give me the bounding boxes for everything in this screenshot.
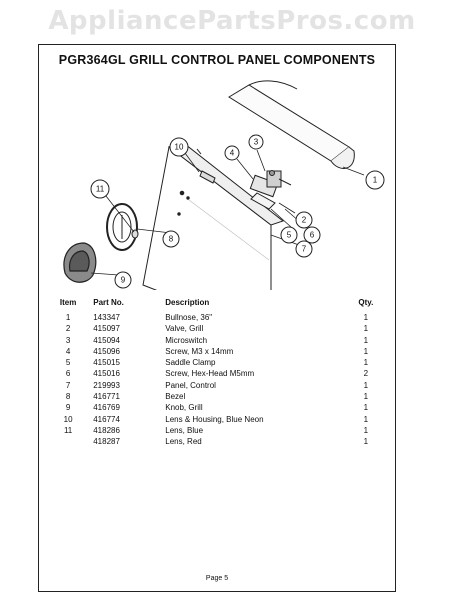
svg-text:4: 4 — [230, 149, 235, 158]
column-header-item: Item — [59, 297, 77, 307]
control-panel-part — [142, 140, 285, 290]
callout-6: 6 — [303, 226, 321, 244]
svg-text:2: 2 — [302, 216, 307, 225]
qty-cell: 1 — [363, 392, 369, 402]
description-cell: Saddle Clamp — [165, 358, 216, 368]
description-cell: Lens, Red — [165, 437, 202, 447]
bezel-part — [106, 203, 138, 251]
item-cell: 2 — [65, 324, 71, 334]
svg-text:11: 11 — [96, 185, 105, 194]
table-row: 418287 Lens, Red 1 — [47, 436, 387, 447]
item-cell — [47, 436, 89, 447]
table-row: 8 416771 Bezel 1 — [47, 391, 387, 402]
qty-cell: 1 — [363, 324, 369, 334]
table-row: 3 415094 Microswitch 1 — [47, 335, 387, 346]
qty-cell: 1 — [363, 335, 369, 345]
part-no-cell: 415094 — [93, 335, 120, 345]
item-cell: 3 — [65, 335, 71, 345]
part-no-cell: 415015 — [93, 358, 120, 368]
description-cell: Screw, M3 x 14mm — [165, 346, 234, 356]
qty-cell: 1 — [363, 425, 369, 435]
callout-5: 5 — [280, 226, 298, 244]
callout-11: 11 — [90, 179, 110, 199]
callout-2: 2 — [295, 211, 313, 229]
svg-text:6: 6 — [310, 231, 315, 240]
knob-part — [63, 242, 97, 283]
watermark: AppliancePartsPros.com — [48, 6, 416, 36]
valve-assembly-part — [249, 170, 292, 210]
page-number: Page 5 — [205, 575, 229, 582]
item-cell: 1 — [65, 313, 71, 322]
callout-7: 7 — [295, 240, 313, 258]
callout-9: 9 — [114, 271, 132, 289]
svg-text:5: 5 — [287, 231, 292, 240]
table-header-row: Item Part No. Description Qty. — [47, 297, 387, 312]
item-cell: 10 — [63, 414, 73, 424]
description-cell: Lens, Blue — [165, 425, 204, 435]
item-cell: 7 — [65, 380, 71, 390]
description-cell: Knob, Grill — [165, 403, 203, 413]
qty-cell: 1 — [363, 358, 369, 368]
svg-text:9: 9 — [121, 276, 126, 285]
description-cell: Microswitch — [165, 335, 208, 345]
svg-text:7: 7 — [302, 245, 307, 254]
table-row: 6 415016 Screw, Hex-Head M5mm 2 — [47, 368, 387, 379]
table-row: 1 143347 Bullnose, 36" 1 — [47, 312, 387, 323]
description-cell: Screw, Hex-Head M5mm — [165, 369, 255, 379]
qty-cell: 1 — [363, 313, 369, 322]
callout-3: 3 — [248, 134, 264, 150]
description-cell: Panel, Control — [165, 380, 216, 390]
item-cell: 9 — [65, 403, 71, 413]
bullnose-part — [228, 80, 355, 169]
callout-4: 4 — [224, 145, 240, 161]
qty-cell: 1 — [363, 414, 369, 424]
page-title: PGR364GL GRILL CONTROL PANEL COMPONENTS — [58, 53, 376, 67]
qty-cell: 1 — [363, 437, 369, 447]
table-row: 10 416774 Lens & Housing, Blue Neon 1 — [47, 414, 387, 425]
table-row: 11 418286 Lens, Blue 1 — [47, 425, 387, 436]
description-cell: Valve, Grill — [165, 324, 204, 334]
part-no-cell: 418286 — [93, 425, 120, 435]
description-cell: Lens & Housing, Blue Neon — [165, 414, 264, 424]
svg-text:3: 3 — [254, 138, 259, 147]
column-header-description: Description — [165, 297, 210, 307]
svg-text:10: 10 — [175, 143, 184, 152]
item-cell: 5 — [65, 358, 71, 368]
item-cell: 8 — [65, 392, 71, 402]
callout-8: 8 — [162, 230, 180, 248]
document-frame: PGR364GL GRILL CONTROL PANEL COMPONENTS — [38, 44, 396, 592]
lens-housing-part — [196, 148, 216, 184]
item-cell: 4 — [65, 346, 71, 356]
part-no-cell: 416771 — [93, 392, 120, 402]
column-header-part-no: Part No. — [93, 297, 124, 307]
part-no-cell: 416774 — [93, 414, 120, 424]
parts-table: Item Part No. Description Qty. 1 143347 … — [47, 297, 387, 448]
callout-1: 1 — [365, 170, 385, 190]
qty-cell: 1 — [363, 380, 369, 390]
part-no-cell: 415016 — [93, 369, 120, 379]
qty-cell: 2 — [363, 369, 369, 379]
qty-cell: 1 — [363, 403, 369, 413]
svg-text:1: 1 — [373, 176, 378, 185]
part-no-cell: 219993 — [93, 380, 120, 390]
description-cell: Bullnose, 36" — [165, 313, 213, 322]
svg-text:8: 8 — [169, 235, 174, 244]
part-no-cell: 415096 — [93, 346, 120, 356]
table-row: 9 416769 Knob, Grill 1 — [47, 402, 387, 413]
part-no-cell: 418287 — [93, 437, 120, 447]
table-row: 2 415097 Valve, Grill 1 — [47, 323, 387, 334]
part-no-cell: 143347 — [93, 313, 120, 322]
part-no-cell: 416769 — [93, 403, 120, 413]
column-header-qty: Qty. — [358, 297, 374, 307]
table-row: 5 415015 Saddle Clamp 1 — [47, 357, 387, 368]
exploded-parts-diagram: 1 2 3 4 5 6 7 8 — [63, 80, 385, 290]
table-row: 4 415096 Screw, M3 x 14mm 1 — [47, 346, 387, 357]
item-cell: 6 — [65, 369, 71, 379]
qty-cell: 1 — [363, 346, 369, 356]
part-no-cell: 415097 — [93, 324, 120, 334]
description-cell: Bezel — [165, 392, 186, 402]
callout-10: 10 — [169, 137, 189, 157]
table-row: 7 219993 Panel, Control 1 — [47, 380, 387, 391]
item-cell: 11 — [63, 425, 73, 435]
